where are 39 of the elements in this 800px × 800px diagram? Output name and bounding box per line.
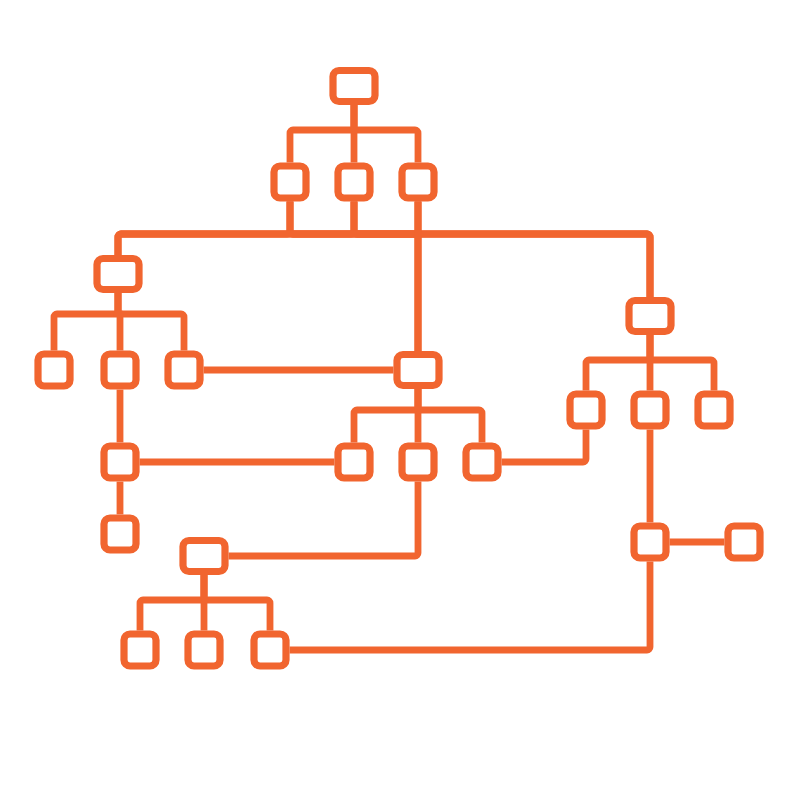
- chart-box: [100, 514, 140, 554]
- chart-box: [93, 254, 143, 294]
- chart-box: [120, 630, 160, 670]
- connector-line: [414, 201, 422, 351]
- chart-box: [462, 442, 502, 482]
- chart-box: [625, 296, 675, 336]
- connector-line: [414, 389, 486, 443]
- chart-box: [250, 630, 290, 670]
- connector-line: [200, 575, 274, 631]
- connector-line: [203, 366, 394, 374]
- chart-box: [334, 442, 374, 482]
- chart-box: [334, 162, 374, 202]
- chart-box: [566, 390, 606, 430]
- chart-box: [184, 630, 224, 670]
- chart-box: [724, 522, 764, 562]
- chart-box: [630, 522, 670, 562]
- connector-line: [646, 429, 654, 523]
- chart-box: [630, 390, 670, 430]
- chart-box: [100, 350, 140, 390]
- chart-box: [329, 66, 379, 106]
- connector-line: [350, 105, 422, 163]
- chart-box: [34, 350, 74, 390]
- connector-line: [139, 458, 335, 466]
- connector-line: [228, 481, 422, 560]
- connector-line: [289, 561, 654, 654]
- chart-box: [398, 442, 438, 482]
- chart-box: [694, 390, 734, 430]
- connector-line: [116, 389, 124, 443]
- chart-box: [270, 162, 310, 202]
- chart-box: [164, 350, 204, 390]
- chart-box: [398, 162, 438, 202]
- connector-line: [669, 538, 725, 546]
- connector-line: [646, 335, 718, 391]
- chart-box: [179, 536, 229, 576]
- connector-line: [114, 293, 188, 351]
- chart-box: [393, 350, 443, 390]
- chart-box: [100, 442, 140, 482]
- connector-line: [116, 481, 124, 515]
- connector-line: [501, 429, 590, 466]
